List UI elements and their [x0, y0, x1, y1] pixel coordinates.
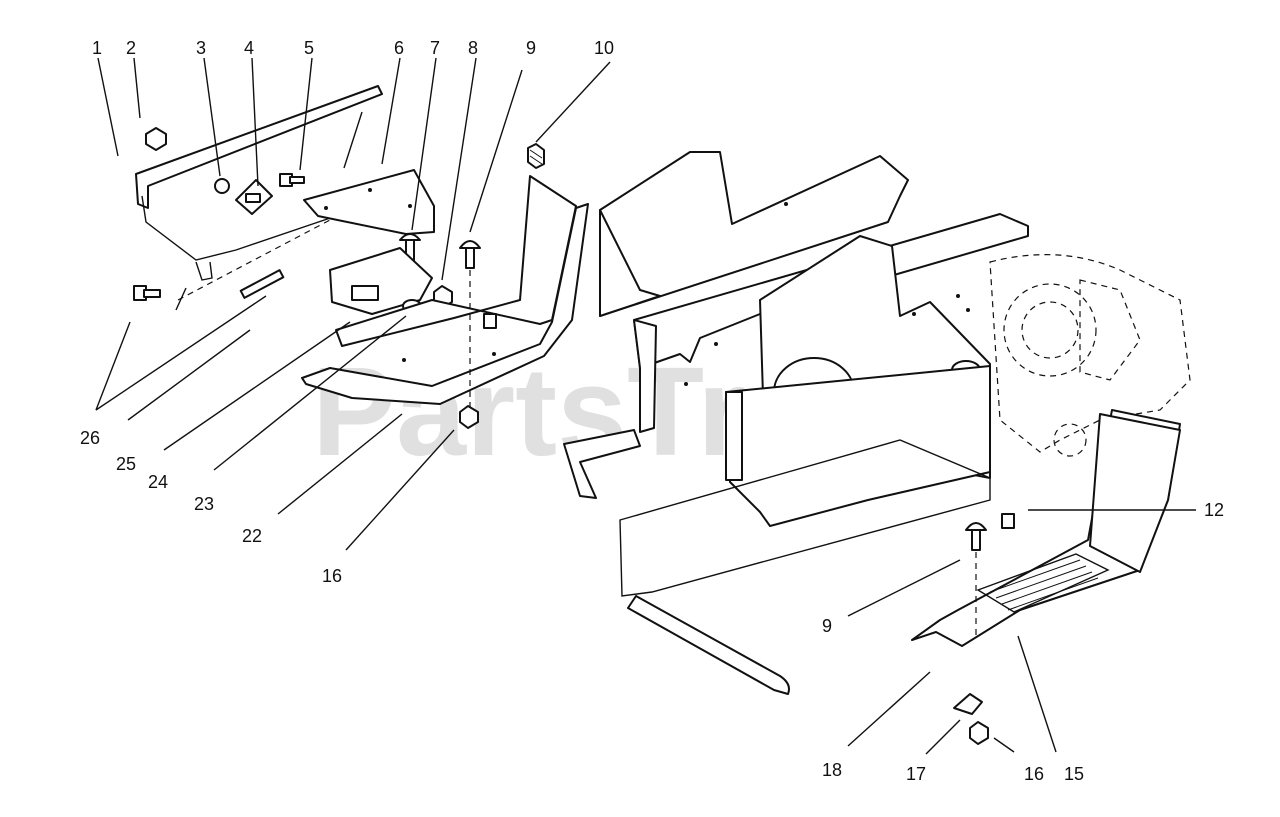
callout-10: 10	[594, 38, 614, 58]
callout-7: 7	[430, 38, 440, 58]
part-washer	[214, 178, 273, 215]
part-clip	[953, 693, 983, 715]
callout-5: 5	[304, 38, 314, 58]
callout-16-right: 16	[1024, 764, 1044, 784]
part-angle-bracket	[303, 169, 435, 235]
callout-25: 25	[116, 454, 136, 474]
leader-lines	[95, 57, 1196, 755]
part-carriage-bolt-2	[459, 240, 481, 426]
part-footrest-left	[301, 175, 589, 405]
part-hex-bolt	[133, 285, 161, 301]
callout-1: 1	[92, 38, 102, 58]
callout-22: 22	[242, 526, 262, 546]
part-nut-bottom-left	[459, 405, 479, 429]
callout-15: 15	[1064, 764, 1084, 784]
callout-2: 2	[126, 38, 136, 58]
callout-9-top: 9	[526, 38, 536, 58]
callout-24: 24	[148, 472, 168, 492]
callout-12: 12	[1204, 500, 1224, 520]
part-frame	[563, 151, 1029, 695]
callout-3: 3	[196, 38, 206, 58]
callout-4: 4	[244, 38, 254, 58]
part-nut	[145, 127, 167, 151]
callout-16-left: 16	[322, 566, 342, 586]
part-nut-bottom-right	[969, 721, 989, 745]
callout-8: 8	[468, 38, 478, 58]
part-cap	[527, 143, 545, 169]
callout-17: 17	[906, 764, 926, 784]
callout-26: 26	[80, 428, 100, 448]
part-long-bolt	[177, 219, 331, 301]
part-bolt	[279, 173, 305, 187]
part-mount-plate	[329, 247, 433, 315]
callout-9-bottom: 9	[822, 616, 832, 636]
callout-18: 18	[822, 760, 842, 780]
engine-outline	[989, 254, 1191, 457]
callout-labels: 1 2 3 4 5 6 7 8 9 10 26 25 24 23 22 16 1…	[80, 38, 1224, 784]
callout-6: 6	[394, 38, 404, 58]
callout-23: 23	[194, 494, 214, 514]
part-footrest-right	[911, 409, 1181, 647]
part-carriage-bolt-3	[965, 522, 987, 640]
